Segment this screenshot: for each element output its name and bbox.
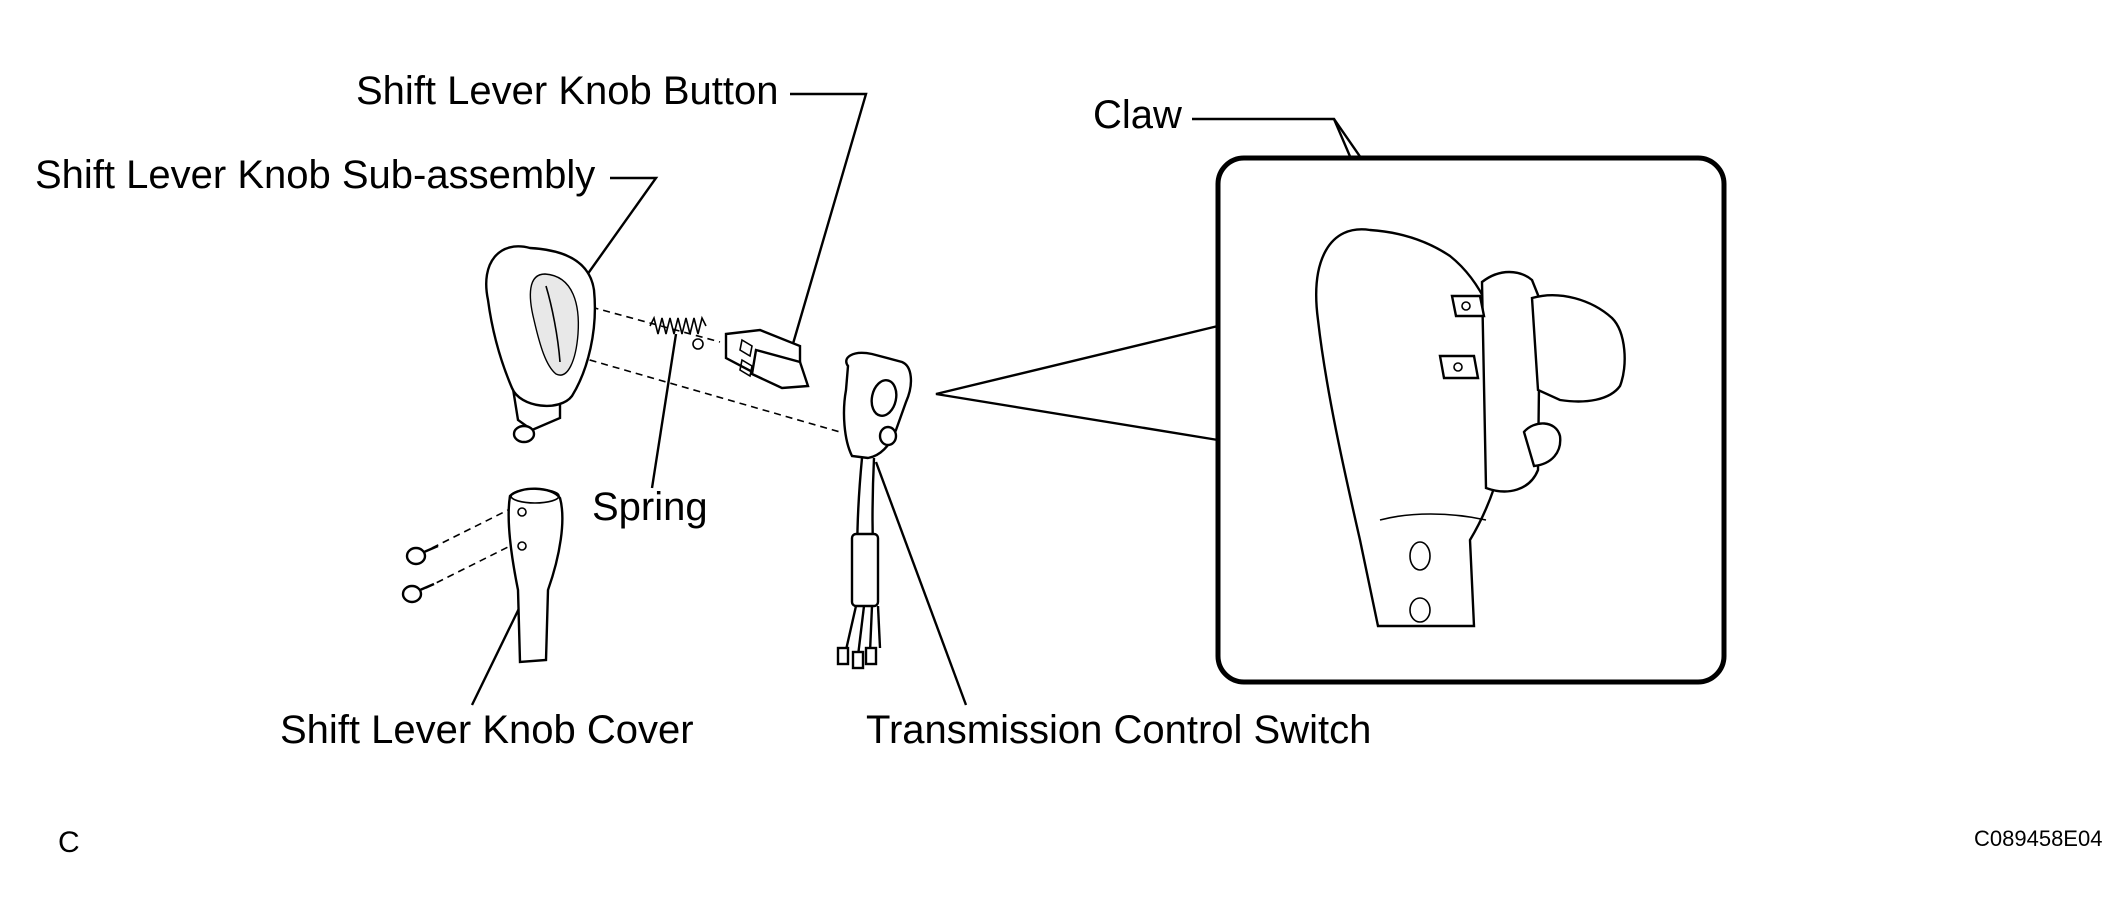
cover-body: [507, 487, 564, 664]
knob-stem-hole: [512, 424, 536, 444]
detail-button-cap: [1530, 294, 1626, 403]
switch-wire-sleeve: [850, 532, 880, 608]
detail-callout: [935, 155, 1727, 685]
switch-button: [878, 425, 898, 447]
cover-hole-upper: [517, 507, 527, 517]
detail-knob-hole-upper: [1409, 541, 1431, 571]
footer-left-code: C: [58, 826, 80, 859]
cover-top-rim: [510, 488, 560, 504]
leader-transmission-switch: [874, 461, 968, 706]
screw-lower-head: [401, 584, 423, 604]
detail-button-tab: [1522, 422, 1562, 468]
label-knob-subassembly: Shift Lever Knob Sub-assembly: [35, 153, 595, 197]
figure-id: C089458E04: [1974, 826, 2102, 851]
switch-terminal-1: [836, 646, 850, 666]
leader-knob-button: [788, 92, 868, 355]
label-transmission-switch: Transmission Control Switch: [866, 708, 1371, 752]
detail-claw-lower-pin: [1453, 362, 1463, 372]
switch-terminal-3: [864, 646, 878, 666]
screw-upper-shank: [423, 544, 439, 554]
label-spring: Spring: [592, 485, 708, 529]
switch-lead-4: [876, 605, 882, 649]
button-claw-lower: [739, 358, 753, 378]
callout-pointer: [935, 324, 1219, 442]
knob-cover: [507, 487, 564, 664]
detail-claw-upper-pin: [1461, 301, 1471, 311]
detail-knob-body: [1315, 228, 1511, 628]
dash-knob-to-button: [579, 303, 721, 343]
label-knob-button: Shift Lever Knob Button: [356, 69, 779, 113]
detail-claw-lower: [1438, 354, 1480, 380]
dash-screw-upper: [431, 503, 521, 549]
button-cap: [750, 348, 810, 390]
knob-subassembly: [485, 245, 597, 444]
button-claw-upper: [739, 338, 753, 358]
switch-terminal-2: [851, 650, 865, 670]
label-knob-cover: Shift Lever Knob Cover: [280, 708, 694, 752]
detail-knob-seam: [1379, 513, 1487, 521]
transmission-switch: [836, 351, 913, 670]
assembly-lines: [425, 303, 841, 589]
switch-lead-1: [844, 605, 858, 651]
spring: [649, 315, 707, 350]
spring-coil: [649, 315, 707, 335]
leader-knob-subassembly: [571, 176, 659, 297]
switch-lead-2: [856, 605, 866, 657]
screw-lower-shank: [419, 582, 435, 592]
knob-recess: [529, 273, 580, 376]
knob-recess-edge: [545, 285, 561, 363]
label-claw: Claw: [1093, 93, 1182, 137]
switch-lead-3: [868, 605, 874, 653]
screws: [401, 544, 439, 604]
detail-claw-upper: [1450, 294, 1486, 318]
leader-spring: [650, 333, 678, 489]
knob-button: [724, 328, 810, 390]
screw-upper-head: [405, 546, 427, 566]
dash-knob-to-switch: [554, 349, 841, 433]
switch-opening: [870, 379, 898, 417]
spring-end: [692, 338, 704, 350]
detail-knob-hole-lower: [1409, 597, 1431, 623]
cover-hole-lower: [517, 541, 527, 551]
dash-screw-lower: [425, 539, 523, 589]
